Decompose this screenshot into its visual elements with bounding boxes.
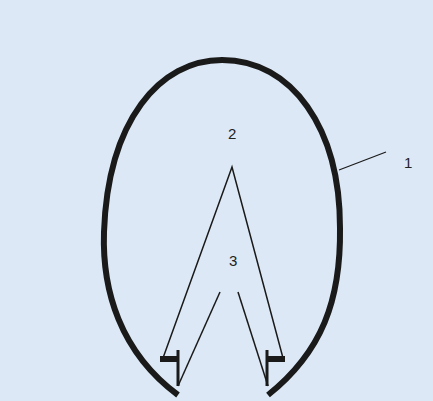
- frog-inner-line: [178, 292, 220, 386]
- bar-mark: [160, 356, 178, 362]
- bar-mark: [177, 350, 180, 386]
- callout-number: 3: [229, 252, 237, 270]
- callout-number: 2: [228, 125, 236, 143]
- bar-mark: [266, 350, 269, 386]
- callout-number: 1: [404, 154, 412, 172]
- bar-mark: [267, 356, 285, 362]
- frog-outer-line: [163, 167, 283, 358]
- hoof-wall-outline: [104, 60, 340, 395]
- leader-line: [339, 152, 386, 170]
- frog-inner-line: [238, 292, 268, 386]
